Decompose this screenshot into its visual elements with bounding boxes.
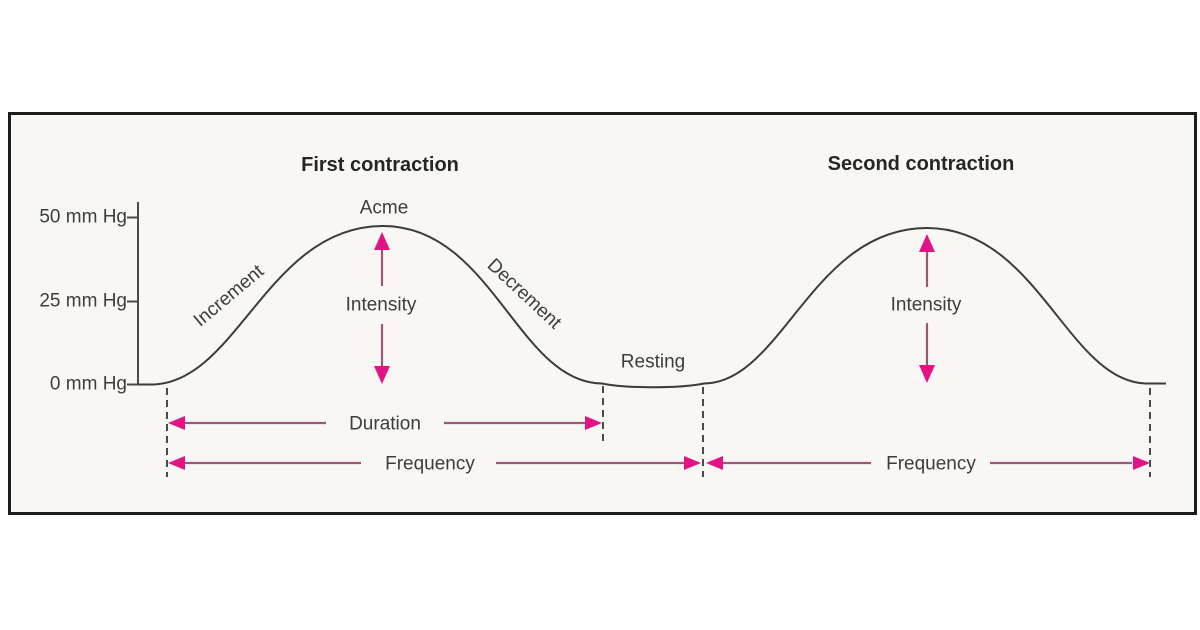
arrowhead-right-icon: [1133, 456, 1150, 470]
frequency-label-2: Frequency: [886, 453, 976, 475]
arrowhead-right-icon: [684, 456, 701, 470]
second-contraction-title: Second contraction: [827, 153, 1015, 175]
intensity-label-2: Intensity: [890, 294, 962, 316]
contraction-curve: [138, 224, 1166, 389]
arrowhead-down-icon: [374, 366, 390, 384]
pressure-axis: [127, 202, 139, 386]
arrow-shafts: [182, 248, 1132, 465]
arrowhead-down-icon: [919, 365, 935, 383]
axis-label-25mmhg: 25 mm Hg: [39, 290, 127, 312]
dashed-guides: [166, 386, 1151, 477]
diagram-frame: [8, 112, 1197, 515]
axis-label-50mmhg: 50 mm Hg: [39, 206, 127, 228]
first-contraction-title: First contraction: [301, 154, 459, 176]
arrowhead-up-icon: [919, 234, 935, 252]
arrowhead-left-icon: [168, 416, 185, 430]
frequency-label-1: Frequency: [385, 453, 475, 475]
arrowheads: [168, 232, 1150, 470]
acme-label: Acme: [359, 197, 409, 219]
duration-label: Duration: [349, 413, 421, 435]
arrowhead-right-icon: [585, 416, 602, 430]
arrowhead-left-icon: [168, 456, 185, 470]
arrowhead-left-icon: [706, 456, 723, 470]
intensity-label-1: Intensity: [345, 294, 417, 316]
arrowhead-up-icon: [374, 232, 390, 250]
axis-label-0mmhg: 0 mm Hg: [49, 373, 127, 395]
resting-label: Resting: [620, 351, 686, 373]
